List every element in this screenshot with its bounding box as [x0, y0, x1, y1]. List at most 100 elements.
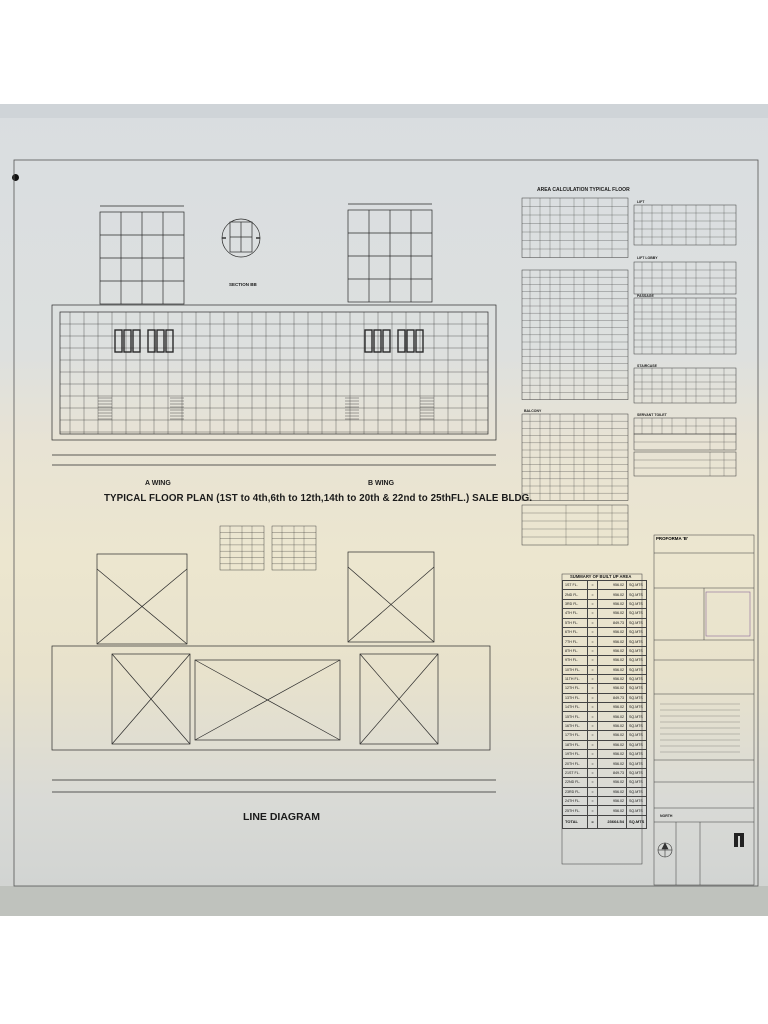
block-outline — [111, 653, 191, 745]
summary-cell-floor: 18TH FL. — [562, 739, 588, 751]
summary-cell-unit: SQ.MTS — [625, 786, 648, 798]
summary-cell-unit: SQ.MTS — [625, 579, 648, 591]
typical-floor-plan — [51, 203, 497, 466]
punch-hole-mark — [12, 174, 19, 181]
typical-floor-plan-title: TYPICAL FLOOR PLAN (1ST to 4th,6th to 12… — [104, 492, 533, 504]
summary-cell-area: 956.02 — [597, 589, 627, 600]
summary-cell-floor: 9TH FL. — [562, 655, 588, 666]
diagonal — [96, 568, 188, 645]
summary-cell-eq: = — [587, 702, 598, 713]
summary-cell-unit: SQ.MTS — [625, 626, 648, 638]
area-table — [521, 197, 629, 258]
summary-cell-area: 956.02 — [597, 579, 627, 591]
summary-cell-eq: = — [587, 617, 598, 628]
summary-cell-area: 956.02 — [597, 795, 627, 807]
summary-cell-eq: = — [587, 805, 598, 816]
summary-cell-area: 849.73 — [597, 617, 627, 628]
summary-cell-floor: 21ST FL. — [562, 767, 588, 779]
summary-cell-eq: = — [587, 711, 598, 722]
summary-cell-eq: = — [587, 730, 598, 741]
title-block-outline — [653, 534, 755, 886]
summary-cell-area: 956.02 — [597, 805, 627, 816]
summary-cell-area: 956.02 — [597, 664, 627, 675]
summary-cell-unit: SQ.MTS — [625, 702, 648, 713]
lift-core — [114, 329, 123, 353]
summary-cell-area: 956.02 — [597, 608, 627, 619]
summary-cell-unit: SQ.MTS — [625, 608, 648, 619]
summary-cell-unit: SQ.MTS — [625, 720, 648, 732]
summary-cell-floor: 11TH FL. — [562, 673, 588, 685]
summary-cell-floor: 6TH FL. — [562, 626, 588, 638]
summary-cell-floor: 2ND FL. — [562, 589, 588, 600]
lift-core — [156, 329, 165, 353]
area-table — [633, 204, 737, 246]
tower-outline — [96, 553, 188, 645]
summary-cell-unit: SQ.MTS — [625, 673, 648, 685]
core-outline — [194, 659, 341, 741]
summary-cell-unit: SQ.MTS — [625, 636, 648, 647]
summary-cell-area: 956.02 — [597, 739, 627, 751]
lift-core — [373, 329, 382, 353]
diagonal — [194, 659, 341, 741]
summary-cell-eq: = — [587, 720, 598, 732]
proforma-title: PROFORMA 'B' — [656, 536, 688, 541]
lift-core — [123, 329, 132, 353]
lift-core — [165, 329, 174, 353]
scan-band-top — [0, 104, 768, 118]
summary-cell-area: 956.02 — [597, 636, 627, 647]
summary-cell-eq: = — [587, 645, 598, 657]
area-table — [633, 367, 737, 404]
summary-cell-floor: 7TH FL. — [562, 636, 588, 647]
summary-cell-floor: TOTAL — [562, 814, 588, 829]
balcony-heading: BALCONY — [524, 409, 542, 413]
summary-cell-unit: SQ.MTS — [625, 777, 648, 788]
passage-heading: PASSAGE — [637, 294, 654, 298]
north-label: NORTH — [660, 814, 673, 818]
staircase-heading: STAIRCASE — [637, 364, 657, 368]
diagonal — [111, 653, 191, 745]
summary-cell-unit: SQ.MTS — [625, 795, 648, 807]
summary-cell-eq: = — [587, 598, 598, 610]
diagonal — [359, 653, 439, 745]
floor-outline — [51, 645, 491, 751]
summary-cell-area: 956.02 — [597, 655, 627, 666]
summary-cell-eq: = — [587, 739, 598, 751]
summary-cell-unit: SQ.MTS — [625, 739, 648, 751]
summary-cell-area: 956.02 — [597, 598, 627, 610]
north-arrow-icon — [657, 842, 673, 858]
area-table — [633, 451, 737, 477]
summary-cell-unit: SQ.MTS — [625, 711, 648, 722]
lift-core — [382, 329, 391, 353]
section-bb-detail — [221, 218, 261, 258]
summary-cell-floor: 15TH FL. — [562, 711, 588, 722]
summary-cell-unit: SQ.MTS — [625, 749, 648, 760]
summary-cell-floor: 8TH FL. — [562, 645, 588, 657]
inner-outline — [59, 311, 489, 435]
summary-cell-floor: 5TH FL. — [562, 617, 588, 628]
summary-cell-area: 849.73 — [597, 692, 627, 704]
area-calculation-title: AREA CALCULATION TYPICAL FLOOR — [537, 187, 630, 193]
summary-cell-floor: 3RD FL. — [562, 598, 588, 610]
b-wing-label: B WING — [368, 480, 395, 487]
lift-core — [406, 329, 415, 353]
summary-cell-eq: = — [587, 683, 598, 694]
